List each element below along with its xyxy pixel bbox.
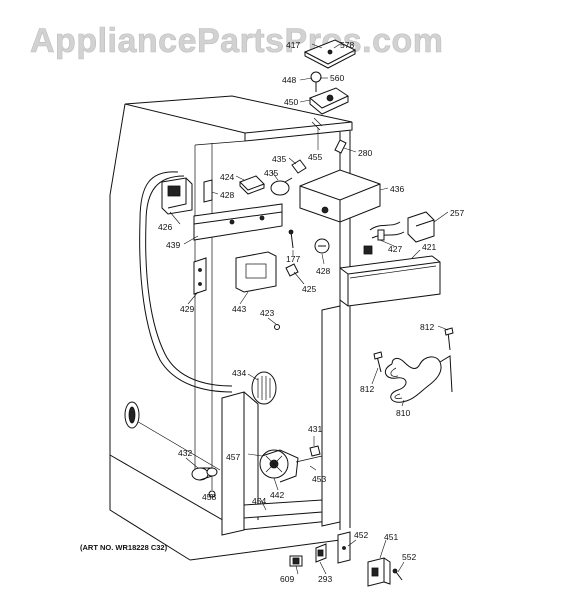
part-housing-436	[299, 169, 381, 223]
label-417: 417	[286, 40, 300, 50]
part-vent-434	[251, 371, 277, 405]
part-motor-442	[259, 449, 299, 483]
part-screw-177	[288, 229, 294, 249]
part-bracket-453	[295, 455, 323, 463]
label-257: 257	[450, 208, 464, 218]
callout-labels: 417 578 560 448 450 455 280 435 435 424 …	[158, 40, 464, 584]
label-452: 452	[354, 530, 368, 540]
label-442: 442	[270, 490, 284, 500]
label-450: 450	[284, 97, 298, 107]
label-423: 423	[260, 308, 274, 318]
label-431: 431	[308, 424, 322, 434]
part-screw-812b	[373, 351, 383, 373]
label-434: 434	[232, 368, 246, 378]
part-knob-428b	[314, 238, 330, 254]
label-457: 457	[226, 452, 240, 462]
part-frame-443	[235, 251, 277, 293]
label-436: 436	[390, 184, 404, 194]
label-432: 432	[178, 448, 192, 458]
part-shield-424	[239, 175, 265, 195]
leader-lines	[169, 43, 449, 575]
part-cap-417	[303, 39, 357, 69]
label-455: 455	[308, 152, 322, 162]
label-552: 552	[402, 552, 416, 562]
part-screw-552	[392, 568, 403, 581]
part-thermostat-426	[161, 177, 193, 215]
watermark-text: AppliancePartsPros.com	[30, 22, 443, 60]
wire-harness	[124, 171, 233, 429]
part-clip-428a	[203, 179, 213, 203]
cabinet-body	[109, 95, 353, 564]
part-bracket-439	[193, 203, 283, 241]
label-439: 439	[166, 240, 180, 250]
label-435b: 435	[264, 168, 278, 178]
label-177: 177	[286, 254, 300, 264]
label-448: 448	[282, 75, 296, 85]
label-425: 425	[302, 284, 316, 294]
part-clip-293	[315, 543, 327, 563]
label-453: 453	[312, 474, 326, 484]
label-293: 293	[318, 574, 332, 584]
label-429: 429	[180, 304, 194, 314]
label-427: 427	[388, 244, 402, 254]
part-grommet-432	[191, 467, 218, 481]
label-458: 458	[202, 492, 216, 502]
label-812b: 812	[360, 384, 374, 394]
art-number-note: (ART NO. WR18228 C32)	[80, 543, 168, 552]
part-screw-560	[310, 71, 322, 92]
label-560: 560	[330, 73, 344, 83]
part-timer-257	[407, 211, 435, 243]
label-428a: 428	[220, 190, 234, 200]
label-609: 609	[280, 574, 294, 584]
label-426: 426	[158, 222, 172, 232]
part-bracket-429	[193, 257, 207, 295]
part-cover-421	[339, 255, 441, 307]
part-screw-280	[334, 139, 347, 154]
label-812a: 812	[420, 322, 434, 332]
label-810: 810	[396, 408, 410, 418]
part-bulb-435b	[270, 177, 293, 196]
part-screw-812a	[444, 327, 454, 351]
label-578: 578	[340, 40, 354, 50]
label-454: 454	[252, 496, 266, 506]
label-280: 280	[358, 148, 372, 158]
label-435a: 435	[272, 154, 286, 164]
part-fastener-431	[309, 445, 321, 457]
part-screw-423	[274, 324, 280, 330]
label-424: 424	[220, 172, 234, 182]
part-damper-450	[309, 87, 350, 131]
part-switch-609	[289, 555, 303, 567]
part-heater-810	[384, 355, 453, 403]
part-bracket-451	[367, 557, 391, 587]
label-428b: 428	[316, 266, 330, 276]
label-443: 443	[232, 304, 246, 314]
label-451: 451	[384, 532, 398, 542]
label-421: 421	[422, 242, 436, 252]
part-wiring-427	[363, 221, 405, 255]
part-socket-435a	[291, 159, 307, 174]
